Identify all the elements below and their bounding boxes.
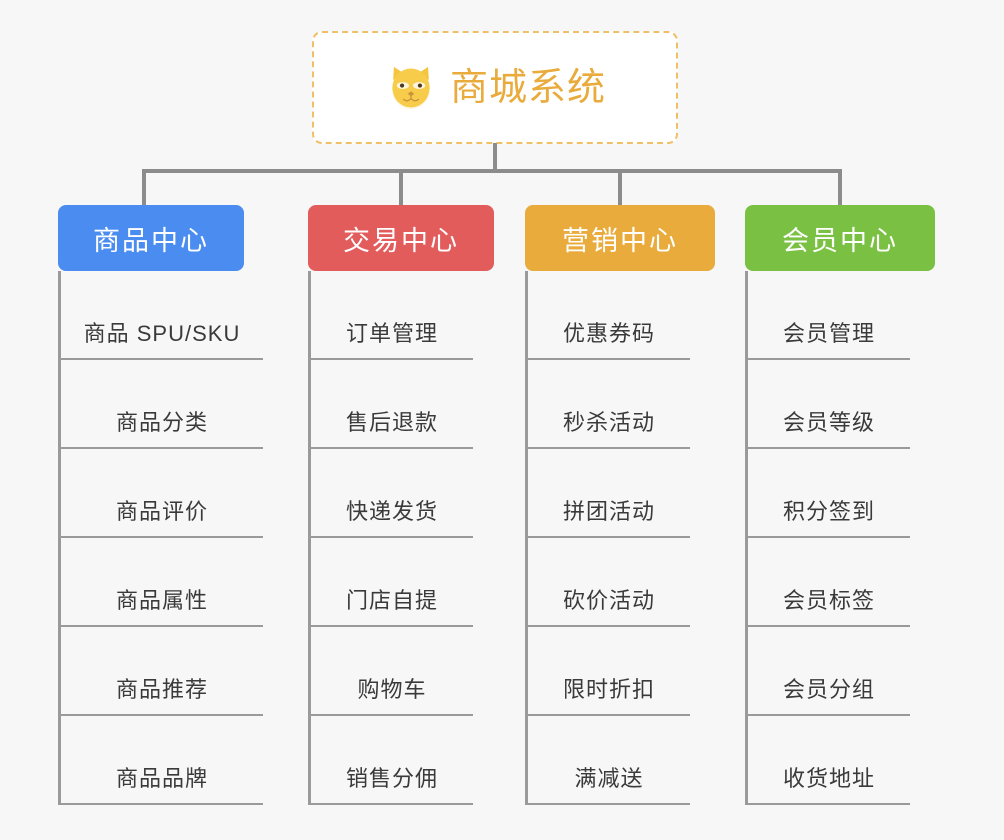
leaf-label: 会员标签	[782, 588, 875, 613]
list-item[interactable]: 商品推荐	[61, 627, 263, 716]
list-item[interactable]: 商品属性	[61, 538, 263, 627]
list-item[interactable]: 销售分佣	[311, 716, 473, 805]
list-item[interactable]: 商品评价	[61, 449, 263, 538]
category-label: 会员中心	[782, 225, 898, 256]
branch-column-product: 商品中心 商品 SPU/SKU 商品分类 商品评价 商品属性 商品推荐 商品品牌	[58, 205, 263, 805]
branch-column-member: 会员中心 会员管理 会员等级 积分签到 会员标签 会员分组 收货地址	[745, 205, 945, 805]
leaf-label: 商品分类	[115, 410, 208, 435]
leaf-label: 售后退款	[345, 410, 438, 435]
list-item[interactable]: 秒杀活动	[528, 360, 690, 449]
list-item[interactable]: 收货地址	[748, 716, 910, 805]
list-item[interactable]: 门店自提	[311, 538, 473, 627]
list-item[interactable]: 积分签到	[748, 449, 910, 538]
list-item[interactable]: 拼团活动	[528, 449, 690, 538]
leaf-label: 限时折扣	[562, 677, 655, 702]
list-item[interactable]: 商品品牌	[61, 716, 263, 805]
list-item[interactable]: 售后退款	[311, 360, 473, 449]
list-item[interactable]: 会员分组	[748, 627, 910, 716]
leaf-list-product: 商品 SPU/SKU 商品分类 商品评价 商品属性 商品推荐 商品品牌	[58, 271, 263, 805]
category-box-member[interactable]: 会员中心	[745, 205, 935, 271]
leaf-label: 秒杀活动	[562, 410, 655, 435]
leaf-label: 商品推荐	[115, 677, 208, 702]
leaf-label: 满减送	[574, 766, 644, 791]
leaf-label: 会员等级	[782, 410, 875, 435]
list-item[interactable]: 订单管理	[311, 271, 473, 360]
category-label: 交易中心	[343, 225, 459, 256]
list-item[interactable]: 砍价活动	[528, 538, 690, 627]
branch-drop-connector-2	[618, 171, 622, 207]
leaf-label: 商品品牌	[115, 766, 208, 791]
trunk-horizontal-connector	[142, 169, 842, 173]
branch-drop-connector-1	[399, 171, 403, 207]
list-item[interactable]: 满减送	[528, 716, 690, 805]
branch-drop-connector-0	[142, 171, 146, 207]
category-box-trade[interactable]: 交易中心	[308, 205, 494, 271]
category-label: 商品中心	[93, 225, 209, 256]
leaf-list-trade: 订单管理 售后退款 快递发货 门店自提 购物车 销售分佣	[308, 271, 473, 805]
list-item[interactable]: 会员管理	[748, 271, 910, 360]
category-box-marketing[interactable]: 营销中心	[525, 205, 715, 271]
category-box-product[interactable]: 商品中心	[58, 205, 244, 271]
leaf-label: 积分签到	[782, 499, 875, 524]
leaf-label: 销售分佣	[345, 766, 438, 791]
trunk-vertical-connector	[493, 143, 497, 171]
leaf-label: 商品 SPU/SKU	[83, 321, 241, 346]
leaf-label: 商品评价	[115, 499, 208, 524]
leaf-label: 门店自提	[345, 588, 438, 613]
category-label: 营销中心	[562, 225, 678, 256]
leaf-label: 购物车	[357, 677, 427, 702]
root-title: 商城系统	[449, 66, 606, 109]
leaf-label: 优惠券码	[562, 321, 655, 346]
list-item[interactable]: 限时折扣	[528, 627, 690, 716]
branch-column-trade: 交易中心 订单管理 售后退款 快递发货 门店自提 购物车 销售分佣	[308, 205, 508, 805]
list-item[interactable]: 商品分类	[61, 360, 263, 449]
leaf-label: 砍价活动	[562, 588, 655, 613]
root-node[interactable]: 商城系统	[312, 31, 678, 144]
leaf-list-member: 会员管理 会员等级 积分签到 会员标签 会员分组 收货地址	[745, 271, 910, 805]
shiba-dog-icon	[392, 66, 430, 109]
list-item[interactable]: 优惠券码	[528, 271, 690, 360]
list-item[interactable]: 快递发货	[311, 449, 473, 538]
list-item[interactable]: 商品 SPU/SKU	[61, 271, 263, 360]
leaf-label: 会员管理	[782, 321, 875, 346]
leaf-label: 拼团活动	[562, 499, 655, 524]
leaf-label: 快递发货	[345, 499, 438, 524]
leaf-list-marketing: 优惠券码 秒杀活动 拼团活动 砍价活动 限时折扣 满减送	[525, 271, 690, 805]
list-item[interactable]: 购物车	[311, 627, 473, 716]
branch-column-marketing: 营销中心 优惠券码 秒杀活动 拼团活动 砍价活动 限时折扣 满减送	[525, 205, 725, 805]
branch-drop-connector-3	[838, 171, 842, 207]
leaf-label: 商品属性	[115, 588, 208, 613]
list-item[interactable]: 会员等级	[748, 360, 910, 449]
leaf-label: 订单管理	[345, 321, 438, 346]
list-item[interactable]: 会员标签	[748, 538, 910, 627]
leaf-label: 会员分组	[782, 677, 875, 702]
leaf-label: 收货地址	[782, 766, 875, 791]
